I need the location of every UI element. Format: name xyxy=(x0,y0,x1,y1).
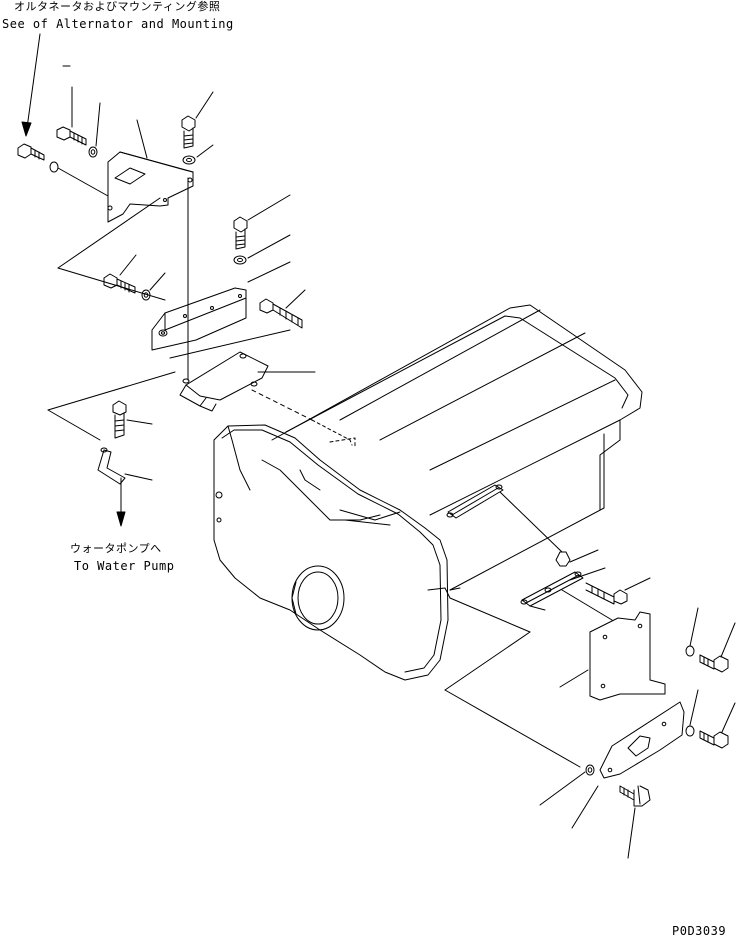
bolt-water-pump xyxy=(112,400,127,439)
bolt-mid-left xyxy=(103,273,136,294)
washer-top-left xyxy=(88,146,98,158)
washer-mid-left xyxy=(141,289,151,301)
bolt-top-left-1 xyxy=(17,143,45,161)
flange-bolt-bottom xyxy=(619,785,651,807)
support-bracket-flat xyxy=(179,351,269,412)
bushing-right xyxy=(555,551,571,567)
water-pump-arrow-icon xyxy=(116,477,126,527)
mounting-bracket-middle xyxy=(151,287,247,351)
washer-left-small xyxy=(49,161,59,173)
washer-bottom xyxy=(585,764,595,776)
alternator-reference-jp: オルタネータおよびマウンティング参照 xyxy=(14,0,221,13)
water-pump-reference-jp: ウォータポンプへ xyxy=(70,542,162,555)
washer-middle-center xyxy=(233,255,247,265)
bolt-top-center xyxy=(181,115,196,149)
bolt-long-center xyxy=(259,298,303,329)
plate-bracket-right-lower xyxy=(599,701,685,779)
alternator-reference-en: See of Alternator and Mounting xyxy=(2,17,234,31)
drawing-code: P0D3039 xyxy=(672,924,727,938)
bolt-middle-center xyxy=(233,216,248,250)
bolt-long-right xyxy=(585,582,628,605)
alternator-arrow-icon xyxy=(21,33,41,137)
slot-plate-right xyxy=(520,571,584,611)
plate-bracket-upper-left xyxy=(107,151,194,223)
water-pump-reference-en: To Water Pump xyxy=(74,559,175,573)
bolt-top-left-2 xyxy=(56,126,87,146)
washer-right-upper xyxy=(685,645,695,657)
timing-gear-case xyxy=(213,304,643,681)
washer-top-center xyxy=(182,155,196,165)
washer-right-lower xyxy=(685,725,695,737)
front-seal-opening xyxy=(291,565,345,631)
bolt-right-lower xyxy=(699,730,729,749)
slot-plate-engine xyxy=(446,484,504,519)
clip-water-pump xyxy=(97,447,126,485)
plate-bracket-right-upper xyxy=(589,611,666,701)
bolt-right-upper xyxy=(699,654,729,673)
